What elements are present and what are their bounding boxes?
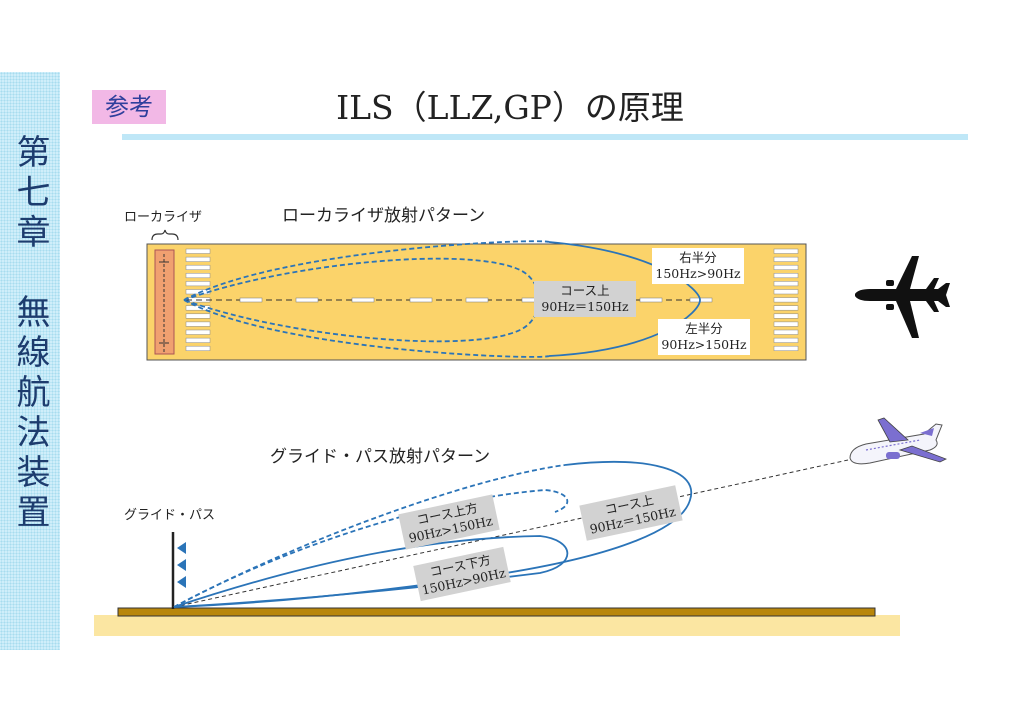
- localizer-left-half-line2: 90Hz>150Hz: [661, 337, 747, 352]
- threshold-bar: [773, 281, 799, 287]
- threshold-bar: [185, 264, 211, 270]
- page-title: ILS（LLZ,GP）の原理: [336, 88, 684, 127]
- right-lobe-dashed: [183, 240, 550, 301]
- inner-lower-lobe-solid: [173, 535, 569, 608]
- threshold-bar: [773, 264, 799, 270]
- threshold-bar: [773, 297, 799, 303]
- inner-upper-lobe-dashed: [173, 489, 569, 608]
- reference-badge: 参考: [92, 90, 166, 124]
- left-lobe-dashed: [183, 299, 550, 358]
- localizer-pattern-title: ローカライザ放射パターン: [282, 206, 486, 226]
- threshold-bar: [185, 337, 211, 343]
- localizer-right-half-line2: 150Hz>90Hz: [655, 266, 741, 281]
- threshold-bar: [773, 273, 799, 279]
- threshold-bar: [773, 248, 799, 254]
- ground-base: [94, 615, 900, 636]
- centerline-stripe: [409, 297, 433, 303]
- glidepath-device-label: グライド・パス: [124, 508, 216, 523]
- threshold-bar: [185, 273, 211, 279]
- threshold-bar: [773, 289, 799, 295]
- threshold-bar: [773, 256, 799, 262]
- localizer-right-half-label: 右半分 150Hz>90Hz: [652, 248, 744, 284]
- threshold-bar: [185, 248, 211, 254]
- chapter-title: 第七章 無線航法装置: [10, 134, 50, 534]
- glidepath-diagram: [94, 417, 947, 636]
- centerline-stripe: [465, 297, 489, 303]
- centerline-stripe: [239, 297, 263, 303]
- antenna-icon: [154, 249, 175, 355]
- sidebar: 第七章 無線航法装置: [0, 72, 60, 650]
- threshold-bar: [773, 321, 799, 327]
- centerline-stripe: [639, 297, 663, 303]
- localizer-right-half-line1: 右半分: [679, 250, 717, 265]
- threshold-bar: [185, 321, 211, 327]
- title-underline: [122, 134, 968, 140]
- airliner-icon: [849, 417, 947, 465]
- threshold-bar: [185, 281, 211, 287]
- localizer-left-half-label: 左半分 90Hz>150Hz: [658, 319, 750, 355]
- glide-slope-line: [173, 459, 849, 608]
- localizer-on-course-line2: 90Hz＝150Hz: [541, 299, 629, 314]
- localizer-left-half-line1: 左半分: [685, 321, 723, 336]
- threshold-bar: [773, 329, 799, 335]
- threshold-bar: [185, 329, 211, 335]
- localizer-on-course-line1: コース上: [560, 283, 610, 298]
- threshold-bar: [773, 313, 799, 319]
- localizer-device-label: ローカライザ: [124, 210, 203, 225]
- localizer-on-course-label: コース上 90Hz＝150Hz: [534, 281, 636, 317]
- black-airplane-icon: [855, 256, 950, 338]
- antenna-bracket: [151, 229, 179, 241]
- ground: [117, 607, 876, 617]
- outer-lobe-solid: [548, 241, 701, 357]
- threshold-bar: [773, 337, 799, 343]
- runway-threshold-markings-left: [185, 248, 211, 351]
- centerline-stripe: [351, 297, 375, 303]
- threshold-bar: [185, 345, 211, 351]
- runway-threshold-markings-right: [773, 248, 799, 351]
- threshold-bar: [773, 345, 799, 351]
- threshold-bar: [773, 305, 799, 311]
- upper-lobe-dashed: [173, 464, 566, 608]
- threshold-bar: [185, 313, 211, 319]
- glidepath-antenna-icon: [171, 532, 186, 609]
- centerline-stripe: [689, 297, 713, 303]
- centerline-marks: [239, 297, 713, 303]
- glidepath-pattern-title: グライド・パス放射パターン: [270, 447, 491, 467]
- threshold-bar: [185, 256, 211, 262]
- centerline-stripe: [295, 297, 319, 303]
